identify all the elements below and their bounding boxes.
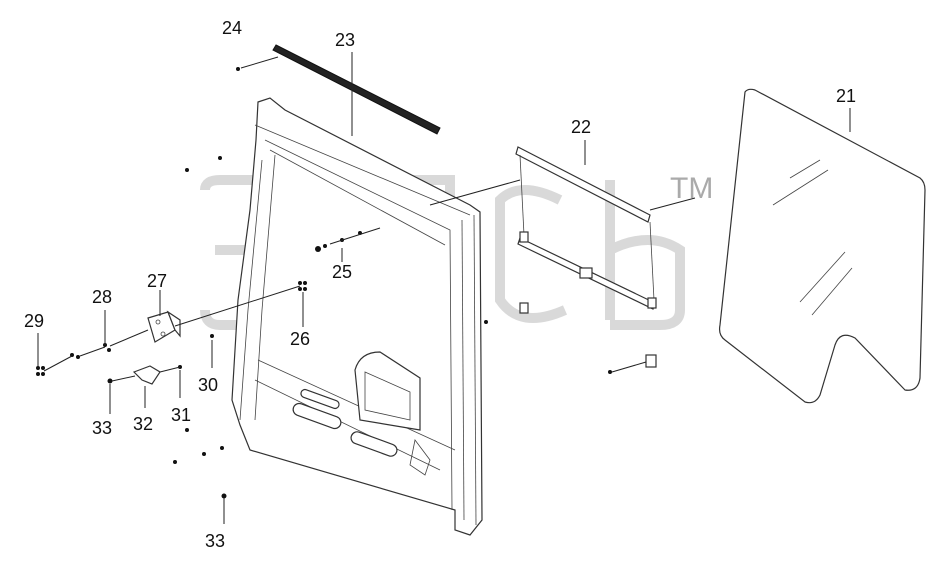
leader-lines: [37, 52, 851, 524]
callout-28: 28: [92, 287, 112, 307]
callout-33-left: 33: [92, 418, 112, 438]
callout-29: 29: [24, 311, 44, 331]
callout-33-bottom: 33: [205, 531, 225, 551]
callout-24: 24: [222, 18, 242, 38]
callout-25: 25: [332, 262, 352, 282]
door-frame: [231, 97, 483, 536]
fasteners: [36, 156, 612, 499]
callout-32: 32: [133, 414, 153, 434]
part-22-rail-assembly: [515, 146, 657, 368]
part-24-screw: [236, 67, 240, 71]
callout-27: 27: [147, 271, 167, 291]
callout-26: 26: [290, 329, 310, 349]
callouts: 24 23 21 22 25 27 28 29 26 30 31 32 33 3…: [24, 18, 856, 551]
callout-22: 22: [571, 117, 591, 137]
callout-31: 31: [171, 405, 191, 425]
leader-24: [240, 56, 279, 69]
callout-30: 30: [198, 375, 218, 395]
part-32-bracket: [132, 365, 161, 385]
part-21-glass-pane: [718, 88, 926, 404]
part-23-seal-strip: [272, 44, 441, 135]
part-27-hinge-bracket: [147, 310, 181, 343]
trademark-mark: TM: [670, 172, 713, 205]
callout-21: 21: [836, 86, 856, 106]
callout-23: 23: [335, 30, 355, 50]
